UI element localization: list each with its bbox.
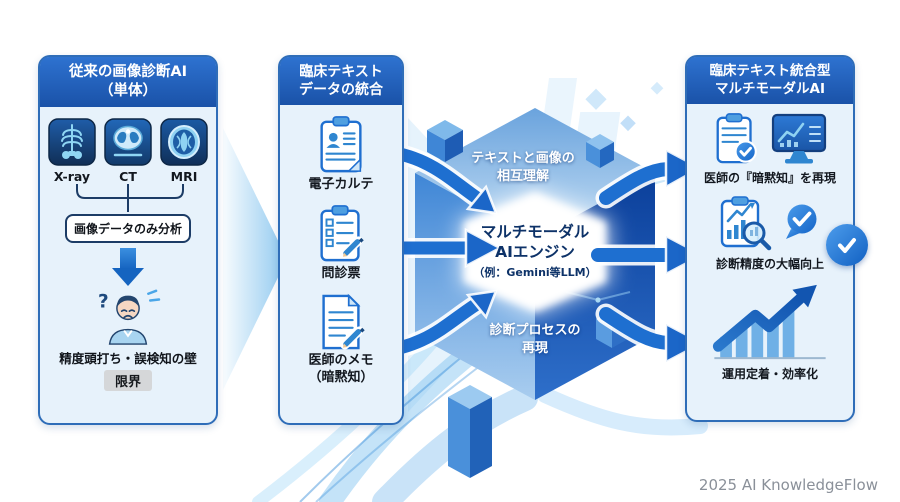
- worried-doctor-icon: ?: [98, 289, 161, 345]
- modality-label: MRI: [170, 168, 198, 184]
- down-arrow: [112, 247, 144, 286]
- ai-engine-title: マルチモーダル AIエンジン: [480, 223, 590, 262]
- modality-icons-row: X-ray CT: [48, 117, 208, 184]
- clipboard-check-icon: [716, 113, 757, 164]
- problem-text: 精度頭打ち・誤検知の壁: [59, 350, 197, 366]
- diagnosis-process-caption: 診断プロセスの 再現: [489, 323, 581, 356]
- modality-ct: CT: [104, 117, 152, 184]
- outcome-label: 医師の『暗黙知』を再現: [703, 171, 836, 186]
- limit-badge: 限界: [103, 369, 152, 391]
- clinical-text-panel: 臨床テキスト データの統合 電子カルテ: [278, 55, 404, 425]
- legacy-imaging-ai-panel: 従来の画像診断AI （単体）: [38, 55, 218, 425]
- xray-icon: [48, 117, 96, 166]
- modality-label: X-ray: [53, 168, 91, 184]
- ehr-label: 電子カルテ: [308, 177, 374, 193]
- multimodal-panel-title: 臨床テキスト統合型 マルチモーダルAI: [687, 57, 853, 105]
- ehr-clipboard-icon: [320, 116, 362, 173]
- ai-engine-subtitle: （例：Gemini等LLM）: [473, 266, 597, 280]
- modality-label: CT: [119, 168, 137, 184]
- growth-chart-icon: [712, 284, 826, 360]
- merge-connector: [76, 183, 184, 212]
- ct-icon: [104, 117, 152, 166]
- outcome-label: 診断精度の大幅向上: [715, 257, 824, 272]
- doctor-memo-icon: [322, 293, 365, 350]
- legacy-panel-title: 従来の画像診断AI （単体）: [40, 57, 216, 107]
- questionnaire-label: 問診票: [321, 266, 361, 282]
- outcome-label: 運用定着・効率化: [721, 367, 818, 382]
- ehr-item: 電子カルテ: [308, 115, 374, 194]
- outcome-efficiency: 運用定着・効率化: [703, 280, 837, 382]
- doctor-memo-label: 医師のメモ （暗黙知）: [308, 353, 374, 386]
- attribution-text: 2025 AI KnowledgeFlow: [698, 476, 878, 494]
- svg-text:?: ?: [98, 291, 109, 312]
- ai-engine-label: マルチモーダル AIエンジン （例：Gemini等LLM）: [455, 222, 615, 280]
- chat-check-icon: [785, 204, 817, 240]
- analysis-box: 画像データのみ分析: [64, 213, 191, 243]
- doctor-memo-item: 医師のメモ （暗黙知）: [308, 293, 374, 387]
- outcome-tacit-knowledge: 医師の『暗黙知』を再現: [704, 112, 836, 186]
- monitor-chart-icon: [771, 113, 827, 164]
- questionnaire-item: 問診票: [313, 204, 369, 283]
- modality-mri: MRI: [160, 117, 208, 184]
- modality-xray: X-ray: [48, 117, 96, 184]
- outcome-accuracy: 診断精度の大幅向上: [716, 194, 824, 272]
- clinical-text-panel-title: 臨床テキスト データの統合: [280, 57, 402, 106]
- chart-magnifier-icon: [720, 196, 772, 251]
- mutual-understanding-caption: テキストと画像の 相互理解: [471, 151, 575, 184]
- mri-icon: [160, 117, 208, 166]
- success-check-icon: [826, 224, 868, 266]
- questionnaire-icon: [320, 205, 364, 262]
